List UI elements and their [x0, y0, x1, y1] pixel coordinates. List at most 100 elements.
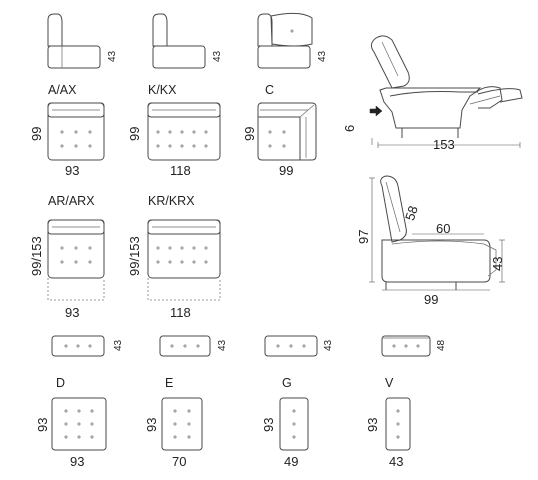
tuft-mark [74, 130, 78, 134]
module-ar-arx-width: 93 [65, 305, 80, 320]
pouf-e-depth: 93 [144, 417, 159, 432]
armless2-height-label: 43 [212, 50, 223, 62]
pouf-v-height: 48 [436, 339, 447, 351]
section-seat-depth-label: 60 [436, 221, 451, 236]
tuft-mark [392, 344, 396, 348]
tuft-mark [187, 422, 191, 426]
module-k-kx-plan [147, 102, 221, 161]
tuft-mark [268, 130, 272, 134]
module-kr-krx-code: KR/KRX [148, 194, 195, 208]
module-k-kx-code: K/KX [148, 83, 177, 97]
tuft-mark [268, 144, 272, 148]
tuft-mark [76, 344, 80, 348]
pouf-d-width: 93 [70, 454, 85, 469]
tuft-mark [156, 144, 160, 148]
tuft-mark [168, 260, 172, 264]
tuft-mark [168, 144, 172, 148]
tuft-mark [416, 344, 420, 348]
module-a-ax-depth: 99 [29, 126, 44, 141]
tuft-mark [60, 260, 64, 264]
tuft-mark [292, 409, 296, 413]
tuft-mark [192, 260, 196, 264]
side-view-with-cushion [257, 12, 313, 69]
tuft-mark [289, 344, 293, 348]
tuft-mark [204, 130, 208, 134]
module-c-code: C [265, 83, 275, 97]
module-kr-krx-plan [147, 219, 221, 301]
module-k-kx-width: 118 [170, 163, 191, 178]
pouf-d-depth: 93 [35, 417, 50, 432]
tuft-mark [74, 246, 78, 250]
pouf-side-views [51, 335, 431, 357]
tuft-mark [77, 422, 81, 426]
module-k-kx-depth: 99 [127, 126, 142, 141]
tuft-mark [77, 409, 81, 413]
tuft-mark [396, 422, 400, 426]
tuft-mark [173, 435, 177, 439]
tuft-mark [180, 260, 184, 264]
pouf-d-code: D [56, 376, 66, 390]
tuft-mark [180, 144, 184, 148]
side-view-armless-2 [152, 13, 206, 69]
tuft-mark [156, 260, 160, 264]
tuft-mark [60, 246, 64, 250]
tuft-mark [292, 435, 296, 439]
tuft-mark [88, 344, 92, 348]
tuft-mark [60, 130, 64, 134]
pouf-g-depth: 93 [261, 417, 276, 432]
pouf-g-height: 43 [323, 339, 334, 351]
dimension-lines [369, 138, 521, 291]
pouf-g-plan [279, 397, 309, 451]
tuft-mark [90, 422, 94, 426]
cushion-height-label: 43 [317, 50, 328, 62]
tuft-mark [156, 246, 160, 250]
armless-height-label: 43 [107, 50, 118, 62]
tuft-mark [168, 246, 172, 250]
tuft-mark [173, 409, 177, 413]
section-seat-height-label: 43 [490, 256, 505, 271]
module-a-ax-code: A/AX [48, 83, 77, 97]
pouf-v-plan [385, 397, 411, 451]
tuft-mark [64, 435, 68, 439]
tuft-mark [180, 246, 184, 250]
module-ar-arx-depth: 99/153 [29, 236, 44, 276]
tuft-mark [64, 409, 68, 413]
pouf-e-width: 70 [172, 454, 187, 469]
tuft-mark [396, 409, 400, 413]
tuft-mark [292, 422, 296, 426]
tuft-mark [183, 344, 187, 348]
tuft-mark [64, 344, 68, 348]
tuft-mark [187, 435, 191, 439]
module-a-ax-plan [47, 102, 105, 161]
pouf-e-height: 43 [217, 339, 228, 351]
tuft-mark [302, 344, 306, 348]
pouf-v-depth: 93 [365, 417, 380, 432]
tuft-mark [156, 130, 160, 134]
pouf-d-height: 43 [113, 339, 124, 351]
pouf-g-code: G [282, 376, 292, 390]
module-ar-arx-plan [47, 219, 105, 301]
section-depth-label: 99 [424, 292, 439, 307]
tuft-mark [88, 130, 92, 134]
tuft-mark [90, 409, 94, 413]
module-ar-arx-code: AR/ARX [48, 194, 95, 208]
recliner-side-view [369, 35, 523, 138]
tuft-mark [60, 144, 64, 148]
pouf-d-plan [51, 397, 107, 451]
tuft-mark [192, 246, 196, 250]
tuft-mark [282, 144, 286, 148]
tuft-mark [204, 144, 208, 148]
tuft-mark [88, 260, 92, 264]
tuft-mark [173, 422, 177, 426]
tuft-mark [282, 130, 286, 134]
button-tufting-marks [60, 130, 420, 439]
tuft-mark [170, 344, 174, 348]
pouf-v-code: V [385, 376, 394, 390]
section-side-view [380, 175, 497, 290]
tuft-mark [187, 409, 191, 413]
tuft-mark [88, 246, 92, 250]
tuft-mark [192, 144, 196, 148]
tuft-mark [276, 344, 280, 348]
